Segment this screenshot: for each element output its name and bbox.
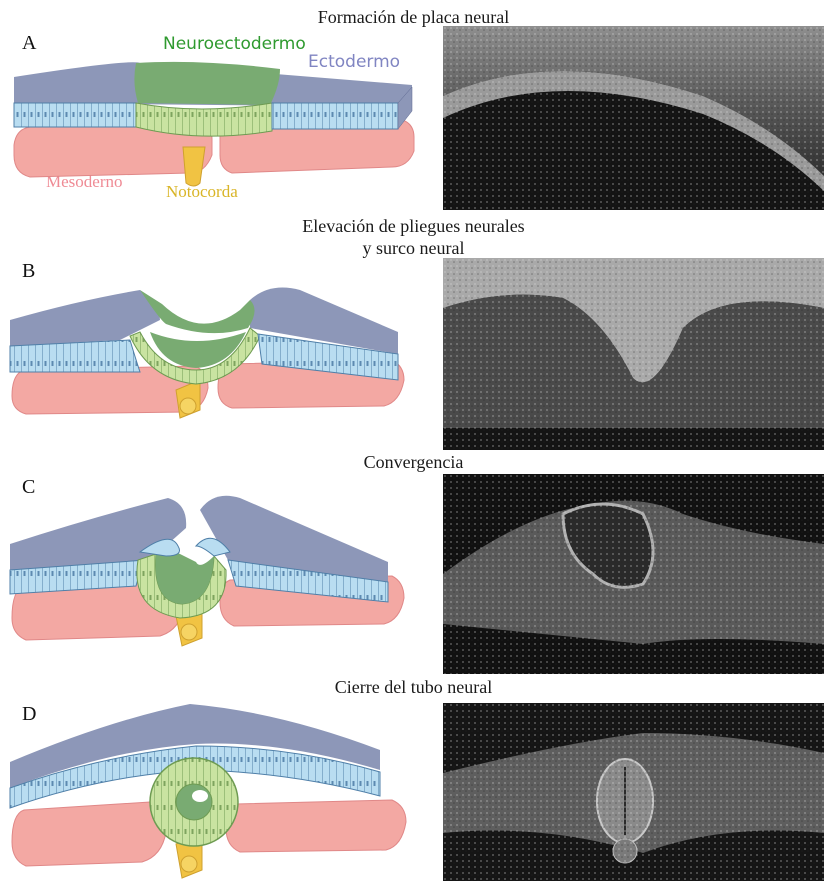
neuroectoderm-top-surface xyxy=(140,290,255,333)
diagram-neural-tube-closure xyxy=(0,700,430,880)
panel-letter-b: B xyxy=(22,260,35,282)
panel-letter-a: A xyxy=(22,32,36,54)
micrograph-d xyxy=(443,703,824,881)
neuroectoderm-top-surface xyxy=(134,62,280,105)
neural-tube-lumen xyxy=(192,790,208,802)
mesoderm-block-right xyxy=(226,800,406,852)
mesoderm-block-left xyxy=(12,802,166,866)
stage-c-title: Convergencia xyxy=(0,451,827,473)
neural-tube-inner xyxy=(176,784,212,820)
diagram-neural-groove xyxy=(0,280,430,430)
diagram-convergence xyxy=(0,490,430,650)
notochord xyxy=(183,147,205,186)
micrograph-b xyxy=(443,258,824,450)
label-neuroectoderm: Neuroectodermo xyxy=(163,34,306,54)
stage-d-title: Cierre del tubo neural xyxy=(0,676,827,698)
micrograph-a xyxy=(443,26,824,210)
stage-b-title: Elevación de pliegues neurales xyxy=(0,215,827,237)
diagram-neural-plate xyxy=(0,55,430,205)
stage-a-title: Formación de placa neural xyxy=(0,6,827,28)
stage-b-title-line2: y surco neural xyxy=(0,237,827,259)
micrograph-c xyxy=(443,474,824,674)
